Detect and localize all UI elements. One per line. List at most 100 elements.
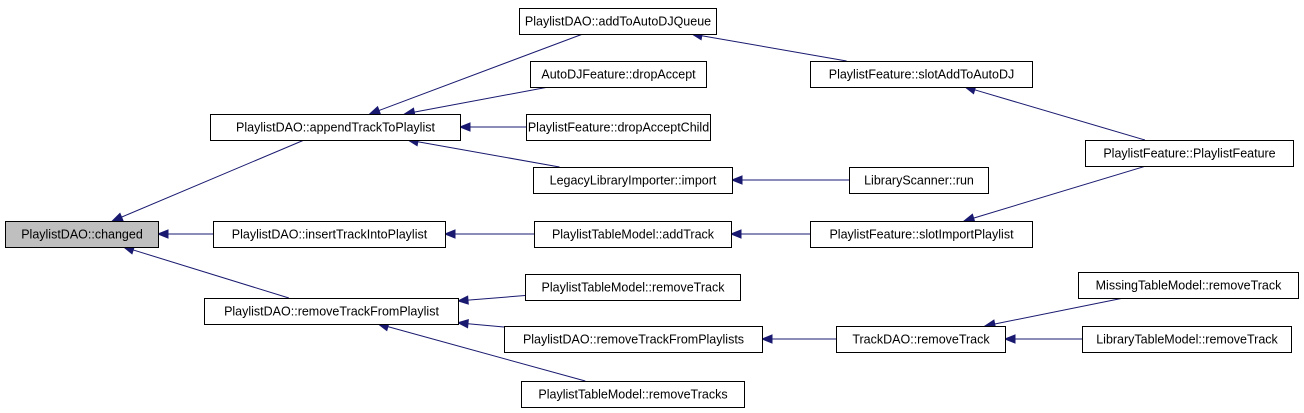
node-ptm-add-track[interactable]: PlaylistTableModel::addTrack	[534, 221, 732, 248]
node-label: PlaylistFeature::slotAddToAutoDJ	[829, 68, 1015, 82]
node-label: TrackDAO::removeTrack	[852, 333, 990, 347]
edge-line	[973, 165, 1147, 219]
edge-insert-track-to-changed	[156, 229, 213, 239]
edge-arrowhead	[730, 175, 743, 185]
node-label: PlaylistDAO::removeTrackFromPlaylists	[523, 333, 744, 347]
node-label: PlaylistFeature::slotImportPlaylist	[829, 228, 1014, 242]
edge-arrowhead	[456, 319, 469, 329]
node-label: PlaylistDAO::removeTrackFromPlaylist	[224, 305, 439, 319]
edge-scanner-run-to-legacy-import	[730, 175, 849, 185]
edge-legacy-import-to-append-track	[406, 137, 560, 168]
node-insert-track[interactable]: PlaylistDAO::insertTrackIntoPlaylist	[213, 221, 446, 248]
node-add-to-auto-dj[interactable]: PlaylistDAO::addToAutoDJQueue	[519, 8, 717, 35]
node-box	[836, 326, 1006, 353]
node-box	[1085, 140, 1294, 167]
edge-arrowhead	[962, 213, 976, 223]
edge-arrowhead	[760, 334, 773, 344]
node-box	[521, 381, 745, 408]
edge-line	[121, 139, 305, 218]
edge-line	[467, 295, 526, 301]
edge-pf-ctor-to-pf-slot-add-auto-dj	[963, 85, 1146, 141]
node-pf-ctor[interactable]: PlaylistFeature::PlaylistFeature	[1085, 140, 1294, 167]
node-box	[810, 221, 1033, 248]
node-pf-slot-add-auto-dj[interactable]: PlaylistFeature::slotAddToAutoDJ	[810, 61, 1033, 88]
edge-line	[974, 89, 1146, 141]
node-pf-drop-child[interactable]: PlaylistFeature::dropAcceptChild	[526, 114, 711, 141]
edge-arrowhead	[729, 229, 742, 239]
node-auto-djdrop[interactable]: AutoDJFeature::dropAccept	[530, 61, 707, 88]
node-remove-from-playlist[interactable]: PlaylistDAO::removeTrackFromPlaylist	[204, 298, 459, 325]
edge-arrowhead	[456, 295, 469, 305]
edge-remove-from-playlist-to-changed	[122, 245, 290, 299]
node-label: PlaylistFeature::PlaylistFeature	[1103, 147, 1275, 161]
edge-line	[414, 86, 549, 113]
node-label: PlaylistDAO::addToAutoDJQueue	[525, 15, 711, 29]
node-box	[810, 61, 1033, 88]
edge-append-track-to-changed	[111, 139, 305, 222]
edge-library-remove-to-track-dao-remove	[1003, 334, 1082, 344]
node-pf-slot-import[interactable]: PlaylistFeature::slotImportPlaylist	[810, 221, 1033, 248]
edge-line	[378, 33, 584, 111]
edge-ptm-add-track-to-insert-track	[443, 229, 534, 239]
node-box	[5, 221, 159, 248]
node-box	[1082, 326, 1292, 353]
node-label: LibraryScanner::run	[864, 174, 974, 188]
node-ptm-remove-track[interactable]: PlaylistTableModel::removeTrack	[525, 274, 741, 301]
node-label: PlaylistDAO::changed	[21, 228, 143, 242]
node-box	[504, 326, 763, 353]
node-label: LegacyLibraryImporter::import	[550, 174, 717, 188]
edge-arrowhead	[368, 105, 382, 115]
edge-pf-slot-import-to-ptm-add-track	[729, 229, 810, 239]
node-box	[533, 167, 733, 194]
node-scanner-run[interactable]: LibraryScanner::run	[849, 167, 989, 194]
node-label: MissingTableModel::removeTrack	[1096, 279, 1282, 293]
edge-arrowhead	[458, 122, 471, 132]
node-label: PlaylistTableModel::removeTrack	[542, 281, 726, 295]
node-box	[534, 221, 732, 248]
edge-ptm-remove-track-to-remove-from-playlist	[456, 295, 526, 305]
edge-line	[467, 323, 505, 328]
node-legacy-import[interactable]: LegacyLibraryImporter::import	[533, 167, 733, 194]
node-label: PlaylistFeature::dropAcceptChild	[528, 121, 709, 135]
node-box	[530, 61, 707, 88]
node-box	[525, 274, 741, 301]
edge-line	[417, 141, 560, 168]
edge-pf-ctor-to-pf-slot-import	[962, 165, 1147, 223]
node-box	[526, 114, 711, 141]
node-label: PlaylistDAO::appendTrackToPlaylist	[236, 121, 435, 135]
node-box	[519, 8, 717, 35]
node-layer: PlaylistDAO::changed PlaylistDAO::appendT…	[5, 8, 1299, 408]
node-label: AutoDJFeature::dropAccept	[541, 68, 696, 82]
node-ptm-remove-tracks[interactable]: PlaylistTableModel::removeTracks	[521, 381, 745, 408]
node-label: PlaylistTableModel::removeTracks	[538, 388, 727, 402]
node-missing-remove[interactable]: MissingTableModel::removeTrack	[1078, 272, 1299, 299]
edge-pf-slot-add-auto-dj-to-add-to-auto-dj	[690, 31, 847, 62]
edge-arrowhead	[111, 212, 124, 222]
node-remove-from-playlists[interactable]: PlaylistDAO::removeTrackFromPlaylists	[504, 326, 763, 353]
edge-line	[701, 35, 847, 62]
node-label: PlaylistTableModel::addTrack	[552, 228, 715, 242]
edge-arrowhead	[443, 229, 456, 239]
edge-remove-from-playlists-to-remove-from-playlist	[456, 319, 505, 329]
node-box	[213, 221, 446, 248]
node-box	[1078, 272, 1299, 299]
edge-line	[994, 297, 1124, 325]
edge-missing-remove-to-track-dao-remove	[983, 297, 1124, 329]
node-library-remove[interactable]: LibraryTableModel::removeTrack	[1082, 326, 1292, 353]
edge-arrowhead	[156, 229, 169, 239]
node-label: PlaylistDAO::insertTrackIntoPlaylist	[232, 228, 428, 242]
edge-arrowhead	[1003, 334, 1016, 344]
node-box	[204, 298, 459, 325]
node-box	[849, 167, 989, 194]
edge-layer	[111, 31, 1147, 382]
node-label: LibraryTableModel::removeTrack	[1096, 333, 1278, 347]
node-box	[210, 114, 461, 141]
node-append-track[interactable]: PlaylistDAO::appendTrackToPlaylist	[210, 114, 461, 141]
node-track-dao-remove[interactable]: TrackDAO::removeTrack	[836, 326, 1006, 353]
edge-auto-djdrop-to-append-track	[403, 86, 549, 117]
edge-track-dao-remove-to-remove-from-playlists	[760, 334, 836, 344]
node-changed[interactable]: PlaylistDAO::changed	[5, 221, 159, 248]
edge-pf-drop-child-to-append-track	[458, 122, 526, 132]
edge-line	[133, 249, 290, 299]
